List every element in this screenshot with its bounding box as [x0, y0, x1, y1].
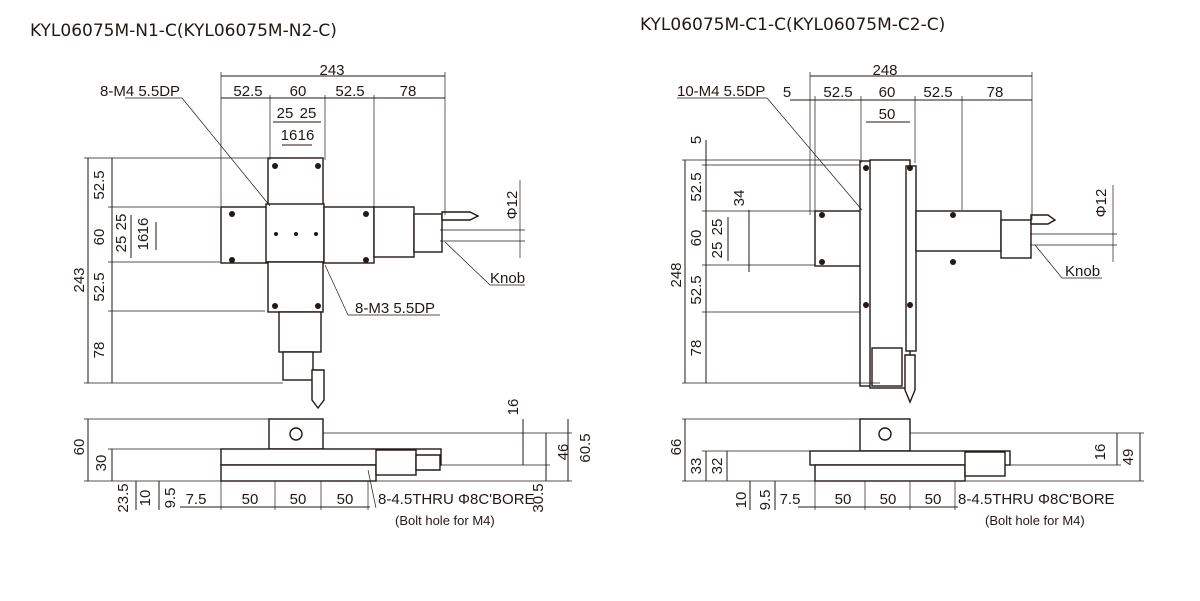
- dim-label: 16: [281, 127, 298, 144]
- dim-label: 5: [783, 84, 791, 101]
- dim-label: 52.5: [823, 84, 852, 101]
- dim-label: 33: [688, 458, 705, 475]
- dim-label: 52.5: [335, 83, 364, 100]
- bolt-note: (Bolt hole for M4): [985, 513, 1085, 528]
- dim-label: 16: [135, 234, 152, 251]
- dim-label: 34: [731, 190, 748, 207]
- dim-label: 66: [668, 439, 685, 456]
- callout-holes-top: 10-M4 5.5DP: [677, 83, 765, 100]
- right-dimension-labels: 248 5 52.5 60 52.5 78 50 10-M4 5.5DP Kno…: [668, 62, 1137, 528]
- dim-total-height: 243: [71, 267, 88, 292]
- callout-bolt-holes: 8-4.5THRU Φ8C'BORE: [958, 491, 1115, 508]
- dim-label: 60: [290, 83, 307, 100]
- left-title: KYL06075M-N1-C(KYL06075M-N2-C): [30, 21, 337, 41]
- dim-label: 10: [733, 492, 750, 509]
- dim-label: 78: [400, 83, 417, 100]
- dim-label: 16: [298, 127, 315, 144]
- left-drawing: KYL06075M-N1-C(KYL06075M-N2-C): [30, 21, 594, 528]
- dim-label: 60.5: [577, 433, 594, 462]
- dim-label: 52.5: [688, 172, 705, 201]
- dim-label: 25: [113, 214, 130, 231]
- dim-label: 50: [835, 491, 852, 508]
- dim-label: 60: [91, 229, 108, 246]
- dim-knob-diameter: Φ12: [1093, 189, 1110, 218]
- dim-label: 78: [91, 342, 108, 359]
- dim-label: 16: [505, 399, 522, 416]
- callout-holes-top: 8-M4 5.5DP: [100, 83, 180, 100]
- dim-label: 46: [555, 444, 572, 461]
- dim-label: 30.5: [530, 483, 547, 512]
- dim-label: 52.5: [233, 83, 262, 100]
- dim-label: 50: [880, 491, 897, 508]
- dim-label: 52.5: [923, 84, 952, 101]
- dim-label: 60: [688, 230, 705, 247]
- callout-knob: Knob: [1065, 263, 1100, 280]
- dim-label: 50: [242, 491, 259, 508]
- right-drawing: KYL06075M-C1-C(KYL06075M-C2-C): [640, 15, 1144, 528]
- dim-label: 60: [879, 84, 896, 101]
- dim-label: 50: [879, 106, 896, 123]
- dim-label: 9.5: [162, 488, 179, 509]
- dim-label: 10: [137, 490, 154, 507]
- right-title: KYL06075M-C1-C(KYL06075M-C2-C): [640, 15, 945, 35]
- dim-label: 78: [688, 340, 705, 357]
- dim-total-width: 243: [319, 62, 344, 79]
- callout-holes-center: 8-M3 5.5DP: [355, 300, 435, 317]
- dim-label: 50: [337, 491, 354, 508]
- dim-label: 25: [277, 105, 294, 122]
- dim-label: 78: [987, 84, 1004, 101]
- dim-label: 52.5: [91, 170, 108, 199]
- left-dimension-labels: 243 52.5 60 52.5 78 25 25 16 16 8-M4 5.5…: [71, 62, 594, 528]
- dim-label: 5: [688, 136, 705, 144]
- dim-label: 16: [135, 218, 152, 235]
- right-top-view: [814, 159, 1057, 404]
- dim-label: 60: [71, 439, 88, 456]
- right-dimension-lines: [677, 72, 1117, 384]
- dim-label: 32: [709, 458, 726, 475]
- dim-label: 50: [290, 491, 307, 508]
- dim-label: 52.5: [91, 272, 108, 301]
- left-top-view: [220, 157, 480, 410]
- callout-knob: Knob: [490, 270, 525, 287]
- dim-total-width: 248: [872, 62, 897, 79]
- dim-label: 25: [113, 236, 130, 253]
- dim-label: 30: [93, 455, 110, 472]
- dim-label: 23.5: [115, 483, 132, 512]
- dim-total-height: 248: [668, 262, 685, 287]
- bolt-note: (Bolt hole for M4): [395, 513, 495, 528]
- dim-label: 9.5: [757, 490, 774, 511]
- dim-label: 49: [1120, 449, 1137, 466]
- dim-label: 50: [925, 491, 942, 508]
- dim-label: 7.5: [186, 491, 207, 508]
- left-dimension-lines: [84, 72, 525, 384]
- dim-label: 25: [709, 242, 726, 259]
- left-front-view: [84, 418, 572, 510]
- dim-knob-diameter: Φ12: [504, 191, 521, 220]
- dim-label: 7.5: [780, 491, 801, 508]
- dim-label: 16: [1092, 444, 1109, 461]
- dim-label: 25: [300, 105, 317, 122]
- callout-bolt-holes: 8-4.5THRU Φ8C'BORE: [378, 491, 535, 508]
- dim-label: 25: [709, 219, 726, 236]
- right-front-view: [682, 418, 1144, 510]
- dim-label: 52.5: [688, 275, 705, 304]
